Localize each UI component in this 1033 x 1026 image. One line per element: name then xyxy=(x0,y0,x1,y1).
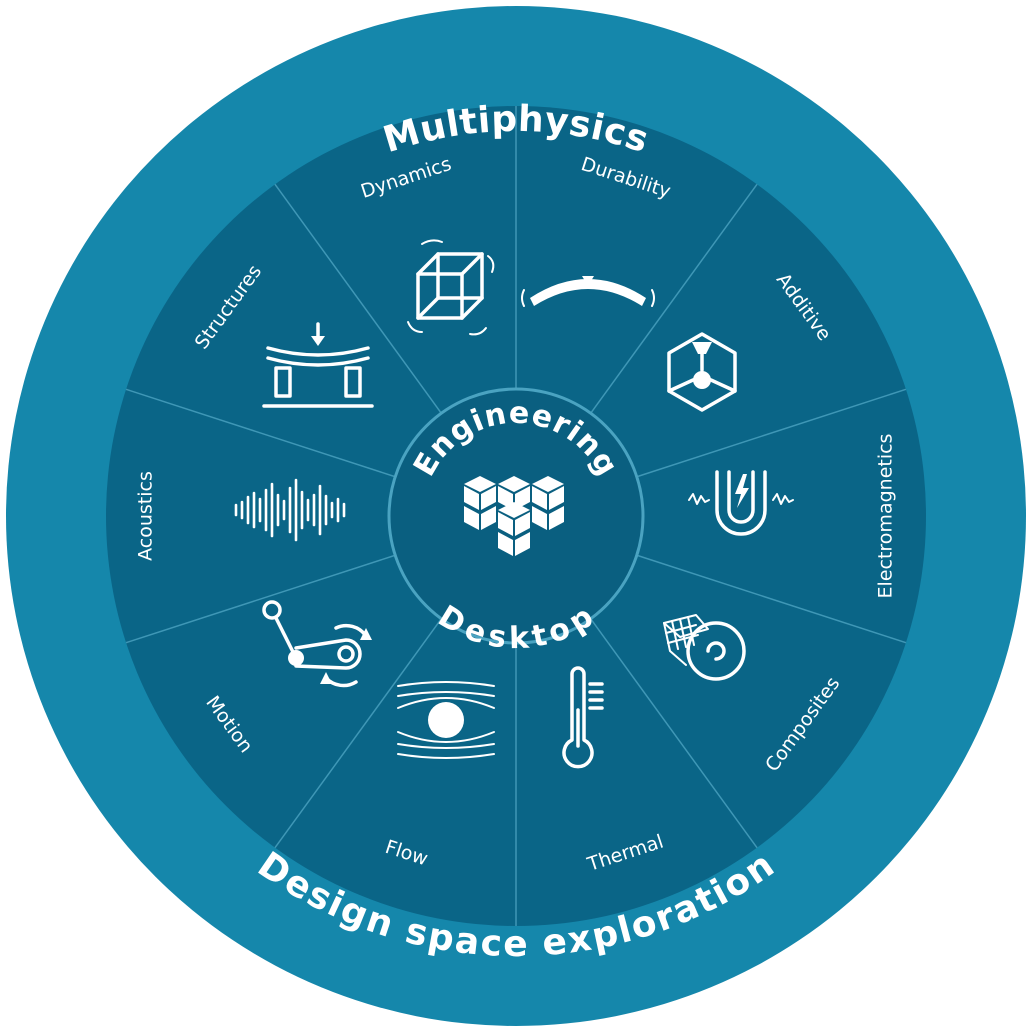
sound-wave-icon xyxy=(234,478,346,542)
loaded-beam-icon xyxy=(262,322,374,408)
3d-printer-icon xyxy=(667,332,737,412)
linkage-rotation-icon xyxy=(262,600,372,688)
segment-divider xyxy=(274,183,442,414)
vibrating-cube-icon xyxy=(407,239,495,336)
flow-around-sphere-icon xyxy=(397,681,495,759)
segment-divider xyxy=(636,554,907,644)
segment-divider xyxy=(125,388,396,478)
segment-divider xyxy=(590,183,758,414)
segment-dividers xyxy=(125,106,907,926)
bent-beam-icon xyxy=(521,276,655,307)
cubes-icon xyxy=(464,476,564,556)
fiber-roll-icon xyxy=(663,614,746,681)
segment-label-electromagnetics: Electromagnetics xyxy=(875,434,897,599)
segment-divider xyxy=(636,388,907,478)
magnet-icon xyxy=(688,470,794,536)
segment-divider xyxy=(274,618,442,849)
thermometer-icon xyxy=(562,666,604,769)
segment-divider xyxy=(125,554,396,644)
segment-divider xyxy=(590,618,758,849)
segment-label-acoustics: Acoustics xyxy=(135,471,157,561)
